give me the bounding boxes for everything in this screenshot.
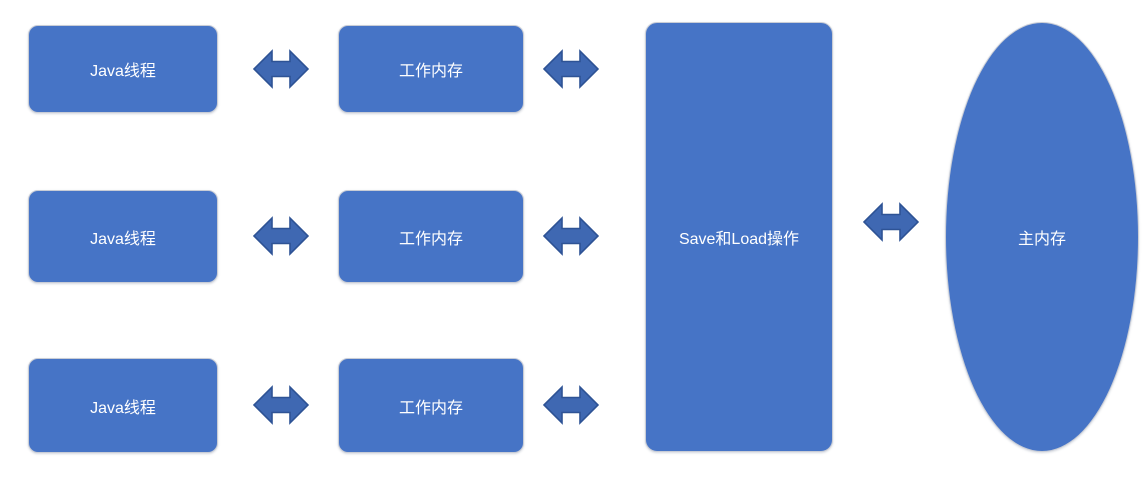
main-memory-label: 主内存	[1017, 231, 1066, 248]
java-thread-box: Java线程	[28, 358, 218, 453]
double-arrow-icon	[253, 49, 309, 89]
double-arrow-icon	[543, 49, 599, 89]
working-memory-box: 工作内存	[338, 190, 524, 283]
double-arrow-icon	[253, 216, 309, 256]
working-memory-label: 工作内存	[398, 230, 463, 248]
java-thread-box: Java线程	[28, 25, 218, 113]
working-memory-label: 工作内存	[398, 399, 463, 417]
working-memory-box: 工作内存	[338, 358, 524, 453]
working-memory-box: 工作内存	[338, 25, 524, 113]
java-thread-box: Java线程	[28, 190, 218, 283]
java-thread-label: Java线程	[90, 63, 156, 80]
double-arrow-icon	[543, 216, 599, 256]
double-arrow-icon	[863, 202, 919, 242]
save-load-label: Save和Load操作	[678, 231, 800, 248]
working-memory-label: 工作内存	[398, 63, 463, 80]
java-thread-label: Java线程	[90, 399, 156, 417]
java-thread-label: Java线程	[90, 230, 156, 248]
main-memory-ellipse: 主内存	[945, 22, 1139, 452]
double-arrow-icon	[543, 385, 599, 425]
save-load-box: Save和Load操作	[645, 22, 833, 452]
double-arrow-icon	[253, 385, 309, 425]
